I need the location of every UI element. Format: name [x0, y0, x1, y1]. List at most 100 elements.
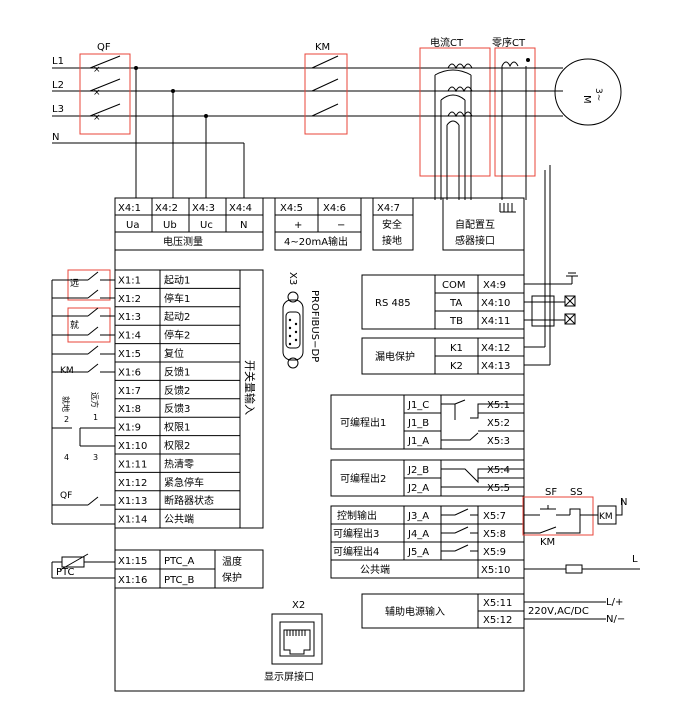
port-x4-6: X4:6 — [323, 203, 346, 214]
input-port-label: X1:2 — [118, 294, 141, 305]
port-x1-15: X1:15 — [118, 556, 147, 567]
aux-l-plus: L/+ — [606, 597, 623, 608]
display-connector: X2 显示屏接口 — [264, 600, 323, 683]
control-l-label: L — [632, 554, 638, 565]
prog-output-1-block: 可编程出1 J1_C J1_B J1_A X5:1 X5:2 X5:3 — [330, 394, 525, 450]
zero-seq-ct: 零序CT — [492, 36, 536, 200]
input-signal-label: 紧急停车 — [164, 476, 204, 489]
input-signal-label: 反馈2 — [164, 384, 190, 397]
j1-c: J1_C — [407, 400, 429, 411]
port-x4-10: X4:10 — [481, 298, 510, 309]
input-port-label: X1:9 — [118, 423, 141, 434]
input-port-label: X1:13 — [118, 496, 147, 507]
motor: M 3~ — [430, 58, 622, 126]
selector-local-label: 就地 — [61, 396, 71, 412]
input-port-label: X1:12 — [118, 478, 147, 489]
j4-a: J4_A — [407, 529, 429, 540]
out-prog4-label: 可编程出4 — [333, 545, 379, 558]
ground-block: X4:7 安全 接地 — [372, 197, 414, 251]
port-x5-12: X5:12 — [483, 615, 512, 626]
motor-3-label: 3~ — [593, 88, 603, 101]
leakage-title: 漏电保护 — [375, 350, 415, 363]
input-qf-label: QF — [60, 491, 72, 501]
rs485-com: COM — [442, 280, 465, 291]
analog-output-block: X4:5 X4:6 + − 4~20mA输出 — [274, 197, 362, 251]
port-x5-7: X5:7 — [483, 511, 506, 522]
power-lines: L1 L2 L3 N — [52, 56, 430, 144]
selector-4: 4 — [64, 453, 69, 462]
svg-text:×: × — [93, 88, 101, 98]
selector-2: 2 — [64, 415, 69, 424]
input-signal-label: 公共端 — [164, 513, 194, 526]
port-x4-3: X4:3 — [192, 203, 215, 214]
ss-label: SS — [570, 487, 583, 498]
km-coil-label: KM — [599, 512, 613, 522]
selector-remote-label: 远方 — [90, 392, 100, 408]
port-x4-7: X4:7 — [377, 203, 400, 214]
prog-output-2-block: 可编程出2 J2_B J2_A X5:4 X5:5 — [330, 459, 525, 497]
port-x5-1: X5:1 — [487, 400, 510, 411]
voltage-taps — [134, 66, 245, 198]
control-circuit: SF SS KM KM N L — [522, 487, 640, 574]
input-signal-label: 断路器状态 — [164, 494, 214, 507]
x3-label: X3 — [287, 272, 298, 285]
input-signal-label: 停车1 — [164, 292, 190, 305]
current-ct: 电流CT — [419, 36, 491, 200]
x2-label: X2 — [292, 600, 305, 611]
ground-line1: 安全 — [382, 218, 402, 231]
input-port-label: X1:11 — [118, 459, 147, 470]
signal-ub: Ub — [163, 220, 177, 231]
km-label: KM — [315, 42, 330, 53]
leakage-k1: K1 — [450, 343, 463, 354]
input-signal-label: 起动1 — [164, 274, 190, 286]
input-signal-label: 起动2 — [164, 311, 190, 323]
rs485-title: RS 485 — [375, 298, 411, 309]
km-aux-label: KM — [540, 537, 555, 548]
input-port-label: X1:1 — [118, 275, 141, 286]
port-x5-4: X5:4 — [487, 465, 510, 476]
profibus-label: PROFIBUS−DP — [309, 290, 320, 362]
ptc-title2: 保护 — [222, 571, 242, 584]
local-label: 就 — [70, 319, 79, 331]
control-n-label: N — [620, 497, 627, 508]
line-l1-label: L1 — [52, 56, 64, 67]
port-x5-10: X5:10 — [481, 565, 510, 576]
voltage-title: 电压测量 — [163, 235, 203, 248]
port-x4-4: X4:4 — [229, 203, 252, 214]
port-x4-12: X4:12 — [481, 343, 510, 354]
ground-line2: 接地 — [382, 234, 402, 247]
svg-text:×: × — [93, 113, 101, 123]
voltage-measurement-block: X4:1 X4:2 X4:3 X4:4 Ua Ub Uc N 电压测量 — [114, 197, 264, 251]
j5-a: J5_A — [407, 547, 429, 558]
inputs-title: 开关量输入 — [243, 360, 257, 415]
leakage-k2: K2 — [450, 361, 463, 372]
ptc-b-label: PTC_B — [164, 575, 195, 586]
out-control-label: 控制输出 — [337, 509, 377, 522]
signal-plus: + — [294, 220, 302, 231]
port-x5-8: X5:8 — [483, 529, 506, 540]
profibus-connector: X3 PROFIBUS−DP — [282, 272, 320, 369]
port-x4-13: X4:13 — [481, 361, 510, 372]
input-signal-label: 反馈1 — [164, 365, 190, 378]
ptc-sensor-label: PTC — [56, 567, 75, 578]
input-port-label: X1:8 — [118, 404, 141, 415]
aux-n-minus: N/− — [606, 614, 625, 625]
ptc-block: X1:15 X1:16 PTC_A PTC_B 温度 保护 PTC — [51, 549, 264, 589]
rs485-ta: TA — [449, 298, 462, 309]
qf-breaker: QF × × × — [79, 42, 131, 135]
input-signal-label: 权限1 — [164, 421, 190, 434]
aux-power-title: 辅助电源输入 — [385, 605, 445, 618]
j2-a: J2_A — [407, 483, 429, 494]
zero-ct-label: 零序CT — [492, 36, 526, 49]
input-port-label: X1:14 — [118, 515, 147, 526]
remote-label: 远 — [70, 278, 79, 289]
port-x5-3: X5:3 — [487, 436, 510, 447]
line-l2-label: L2 — [52, 80, 64, 91]
svg-text:×: × — [93, 65, 101, 75]
input-port-label: X1:7 — [118, 386, 141, 397]
line-l3-label: L3 — [52, 104, 64, 115]
input-port-label: X1:5 — [118, 349, 141, 360]
input-signal-label: 权限2 — [164, 439, 190, 452]
